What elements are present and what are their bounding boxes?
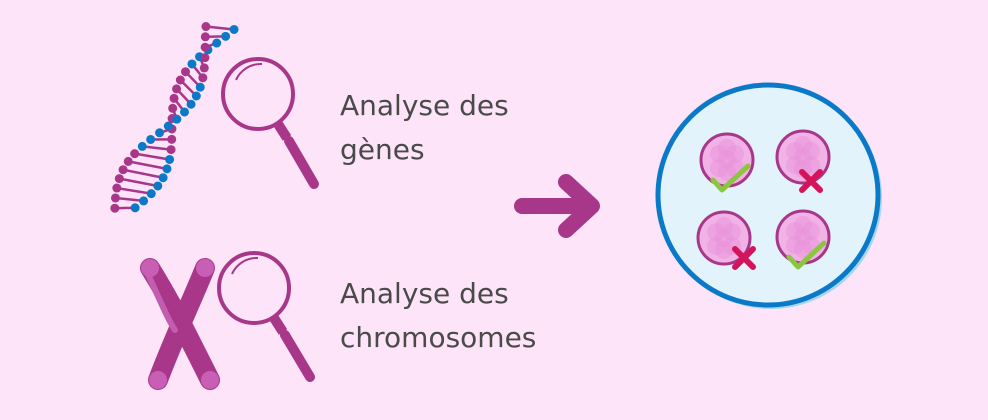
dna-node (110, 203, 120, 213)
dna-node (195, 82, 205, 92)
dna-rung (115, 196, 144, 203)
dna-node (172, 84, 182, 94)
embryo-cell (775, 209, 831, 270)
label-line: Analyse des (340, 277, 509, 310)
dna-rung (142, 145, 172, 151)
dna-node (169, 93, 179, 103)
dna-node (200, 32, 210, 42)
dna-rung (122, 168, 164, 179)
dna-node (130, 149, 140, 159)
dna-node (168, 103, 178, 113)
dna-node (155, 128, 165, 138)
dna-node (221, 31, 231, 41)
dna-node (167, 134, 177, 144)
dna-node (137, 141, 147, 151)
dna-node (179, 107, 189, 117)
check-icon (710, 163, 751, 193)
cross-icon (799, 169, 823, 193)
dna-rung (134, 152, 170, 161)
dna-node (200, 53, 210, 63)
dna-node (187, 59, 197, 69)
dna-node (165, 154, 175, 164)
chromosome-icon (140, 258, 220, 390)
arrow-right-icon (514, 174, 600, 238)
cross-icon (732, 246, 756, 270)
dna-rung (205, 25, 235, 31)
dna-node (199, 63, 209, 73)
chromosomes-analysis-label: Analyse des chromosomes (340, 272, 536, 360)
dna-node (146, 189, 156, 199)
dna-node (186, 99, 196, 109)
magnifier-icon (221, 57, 319, 189)
magnifier-icon (217, 251, 315, 382)
dna-rung (116, 186, 152, 195)
embryo-cell (775, 129, 831, 193)
dna-node (212, 38, 222, 48)
dna-node (201, 22, 211, 32)
dna-helix-icon (110, 22, 239, 213)
dna-node (123, 156, 133, 166)
dna-rung (128, 160, 168, 171)
dna-node (114, 174, 124, 184)
dna-node (229, 24, 239, 34)
genes-analysis-label: Analyse des gènes (340, 84, 509, 172)
dna-node (112, 183, 122, 193)
dna-node (158, 173, 168, 183)
dna-node (153, 181, 163, 191)
dna-node (200, 42, 210, 52)
dna-node (198, 73, 208, 83)
dna-node (175, 75, 185, 85)
dna-node (162, 164, 172, 174)
label-line: Analyse des (340, 89, 509, 122)
dna-rung (119, 177, 159, 188)
dna-node (146, 134, 156, 144)
embryo-cell (696, 210, 756, 270)
dna-node (172, 114, 182, 124)
dna-node (110, 193, 120, 203)
embryo-cell (699, 132, 755, 193)
dna-node (163, 121, 173, 131)
dna-node (118, 165, 128, 175)
dna-node (166, 145, 176, 155)
dna-node (139, 196, 149, 206)
dna-node (191, 91, 201, 101)
dna-node (130, 203, 140, 213)
check-icon (786, 240, 827, 270)
dna-node (180, 67, 190, 77)
label-line: chromosomes (340, 321, 537, 354)
label-line: gènes (340, 133, 425, 166)
petri-dish (655, 82, 882, 309)
